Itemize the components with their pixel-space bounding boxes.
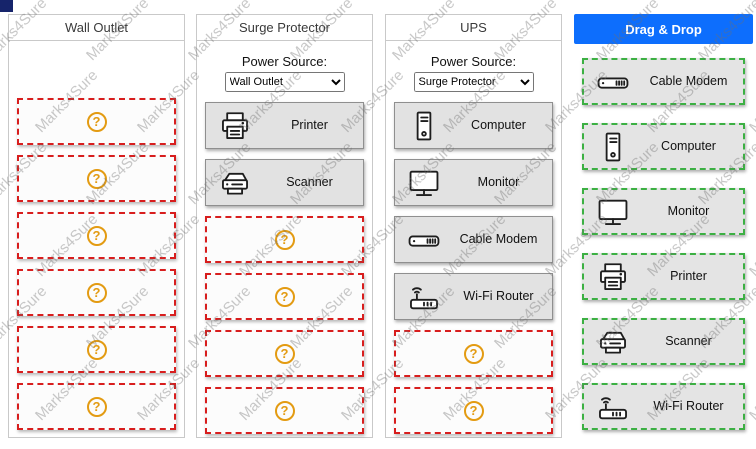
drag-drop-header: Drag & Drop — [574, 14, 753, 44]
corner-mark — [0, 0, 13, 12]
drop-slot[interactable]: ? — [394, 330, 553, 377]
item-label: Wi-Fi Router — [653, 399, 724, 414]
monitor-icon — [395, 166, 453, 200]
drop-slot[interactable]: ? — [205, 273, 364, 320]
question-mark-icon: ? — [86, 225, 107, 246]
column-title: UPS — [460, 20, 487, 35]
column-header-surge-protector: Surge Protector — [197, 15, 372, 41]
item-label: Monitor — [667, 204, 710, 219]
item-label: Scanner — [286, 175, 333, 190]
question-mark-icon: ? — [86, 168, 107, 189]
question-mark-icon: ? — [463, 400, 484, 421]
drag-item-printer[interactable]: Printer — [582, 253, 745, 300]
column-header-ups: UPS — [386, 15, 561, 41]
drag-panel-body: Cable Modem Computer — [574, 44, 753, 430]
power-source-label: Power Source: — [241, 54, 328, 69]
question-mark-icon: ? — [274, 229, 295, 250]
power-source-select[interactable]: Surge Protector — [413, 72, 534, 92]
column-ups: UPS Power Source: Surge Protector Comput… — [385, 14, 562, 438]
drag-item-cable-modem[interactable]: Cable Modem — [582, 58, 745, 105]
printer-icon — [206, 109, 264, 143]
drop-slot[interactable]: ? — [17, 155, 176, 202]
item-label: Cable Modem — [459, 232, 538, 247]
column-surge-protector: Surge Protector Power Source: Wall Outle… — [196, 14, 373, 438]
question-mark-icon: ? — [274, 400, 295, 421]
item-label: Printer — [291, 118, 328, 133]
monitor-icon — [584, 195, 642, 229]
drop-slot[interactable]: ? — [17, 326, 176, 373]
column-body: Power Source: Wall Outlet Printer — [197, 41, 372, 434]
question-mark-icon: ? — [463, 343, 484, 364]
item-label: Cable Modem — [649, 74, 728, 89]
drop-slot[interactable]: ? — [17, 98, 176, 145]
power-source-label: Power Source: — [430, 54, 517, 69]
item-label: Wi-Fi Router — [463, 289, 534, 304]
drag-item-monitor[interactable]: Monitor — [582, 188, 745, 235]
scanner-icon — [584, 325, 642, 359]
placed-item-scanner[interactable]: Scanner — [205, 159, 364, 206]
placed-item-wifi-router[interactable]: Wi-Fi Router — [394, 273, 553, 320]
column-title: Wall Outlet — [64, 20, 129, 35]
drop-slot[interactable]: ? — [17, 383, 176, 430]
printer-icon — [584, 260, 642, 294]
drop-slot[interactable]: ? — [394, 387, 553, 434]
cable-modem-icon — [584, 65, 642, 99]
question-mark-icon: ? — [274, 286, 295, 307]
placed-item-cable-modem[interactable]: Cable Modem — [394, 216, 553, 263]
wifi-router-icon — [395, 280, 453, 314]
drop-slot[interactable]: ? — [205, 216, 364, 263]
wifi-router-icon — [584, 390, 642, 424]
placed-item-printer[interactable]: Printer — [205, 102, 364, 149]
question-mark-icon: ? — [86, 396, 107, 417]
placed-item-computer[interactable]: Computer — [394, 102, 553, 149]
question-mark-icon: ? — [86, 111, 107, 132]
drag-item-wifi-router[interactable]: Wi-Fi Router — [582, 383, 745, 430]
question-mark-icon: ? — [86, 339, 107, 360]
question-mark-icon: ? — [274, 343, 295, 364]
computer-icon — [395, 109, 453, 143]
drop-slot[interactable]: ? — [17, 212, 176, 259]
cable-modem-icon — [395, 223, 453, 257]
item-label: Monitor — [477, 175, 520, 190]
column-body: ? ? ? ? ? ? — [9, 41, 184, 430]
drop-slot[interactable]: ? — [205, 330, 364, 377]
scanner-icon — [206, 166, 264, 200]
drag-item-scanner[interactable]: Scanner — [582, 318, 745, 365]
drag-item-computer[interactable]: Computer — [582, 123, 745, 170]
item-label: Printer — [670, 269, 707, 284]
computer-icon — [584, 130, 642, 164]
drop-slot[interactable]: ? — [17, 269, 176, 316]
item-label: Computer — [661, 139, 716, 154]
column-header-wall-outlet: Wall Outlet — [9, 15, 184, 41]
drag-drop-panel: Drag & Drop Cable Modem — [574, 14, 753, 438]
drop-slot[interactable]: ? — [205, 387, 364, 434]
item-label: Scanner — [665, 334, 712, 349]
column-title: Surge Protector — [238, 20, 331, 35]
question-mark-icon: ? — [86, 282, 107, 303]
column-body: Power Source: Surge Protector Computer — [386, 41, 561, 434]
power-source-select[interactable]: Wall Outlet — [224, 72, 345, 92]
placed-item-monitor[interactable]: Monitor — [394, 159, 553, 206]
column-wall-outlet: Wall Outlet ? ? ? ? ? ? — [8, 14, 185, 438]
drag-drop-title: Drag & Drop — [625, 21, 702, 37]
item-label: Computer — [471, 118, 526, 133]
